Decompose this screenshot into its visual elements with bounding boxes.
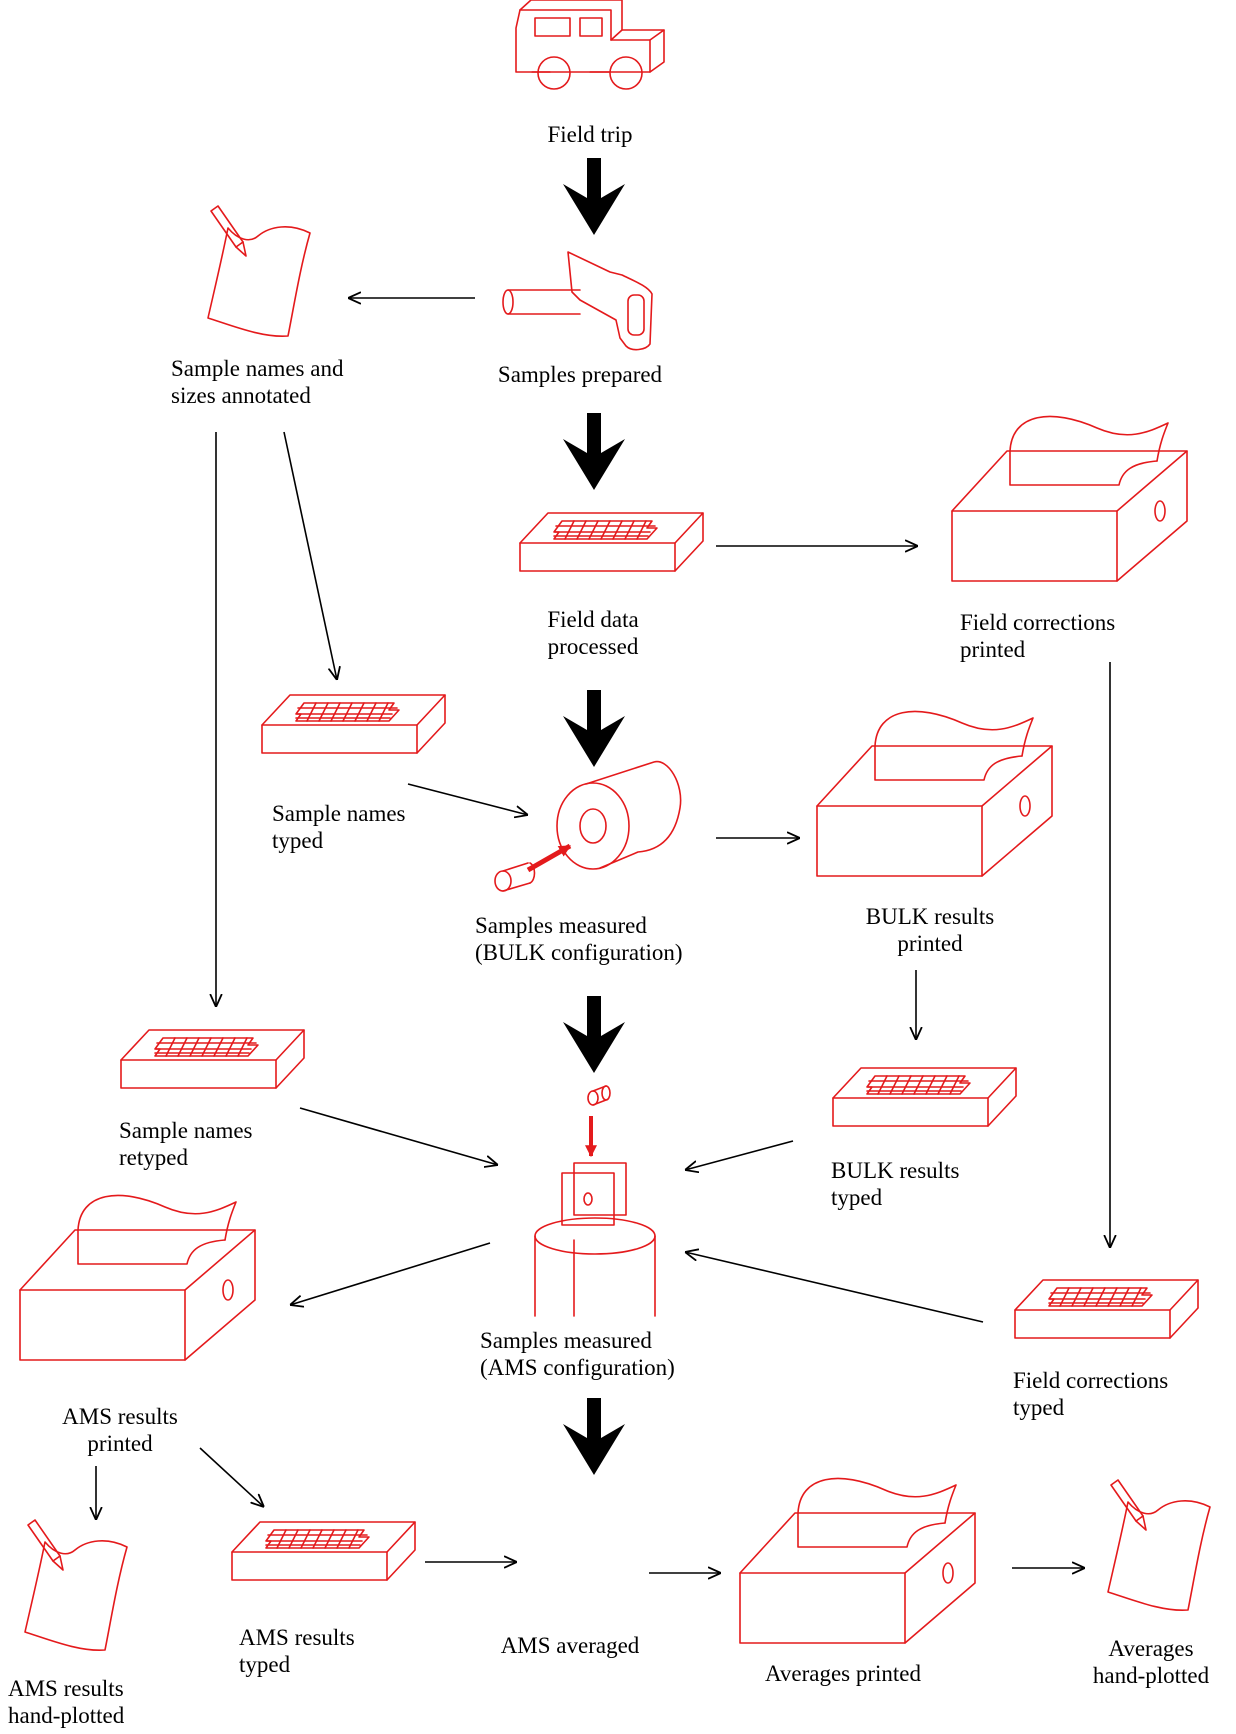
flow-arrow [563,1398,625,1475]
printer-icon [951,415,1188,582]
keyboard-icon [1014,1279,1199,1339]
flow-arrow [563,996,625,1073]
flow-arrow [563,690,625,767]
keyboard-icon [832,1067,1017,1127]
label-measured-bulk: Samples measured(BULK configuration) [475,913,683,965]
label-ams-averaged: AMS averaged [500,1633,640,1658]
label-averages-printed: Averages printed [764,1661,922,1686]
paper-pen-icon [1107,1479,1211,1612]
truck-icon [515,0,665,90]
paper-pen-icon [207,205,311,338]
label-field-trip: Field trip [547,122,633,147]
keyboard-icon [261,694,446,754]
sample-cutter-icon [502,251,653,351]
label-measured-ams: Samples measured(AMS configuration) [480,1328,675,1380]
printer-icon [739,1477,976,1644]
flow-arrow [563,158,625,235]
bulk-instrument-icon [494,760,682,892]
flow-arrow [563,413,625,490]
label-samples-prepared: Samples prepared [497,362,663,387]
keyboard-icon [120,1029,305,1089]
ams-instrument-icon [534,1085,656,1317]
printer-icon [19,1194,256,1361]
keyboard-icon [519,512,704,572]
paper-pen-icon [24,1519,128,1652]
connectors [96,298,1110,1573]
keyboard-icon [231,1521,416,1581]
printer-icon [816,710,1053,877]
